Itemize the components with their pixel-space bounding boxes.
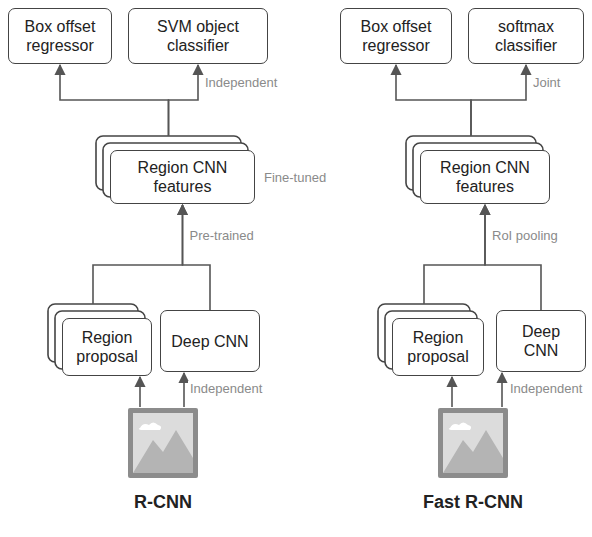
stacked-box: Region proposal (62, 318, 152, 376)
edge-label: Independent (203, 75, 279, 90)
connector-arrow (424, 205, 485, 304)
edge-label: Joint (531, 75, 562, 90)
stacked-box: Region CNN features (420, 150, 550, 204)
connector-arrow (93, 205, 183, 304)
box-label: Box offset regressor (349, 17, 443, 55)
box-label: SVM object classifier (137, 17, 259, 55)
image-icon (438, 408, 508, 478)
connector-arrow (183, 205, 211, 310)
box-label: Box offset regressor (17, 17, 103, 55)
diagram-title: R-CNN (113, 492, 213, 513)
stacked-box: Region proposal (392, 318, 484, 376)
input-arrow (183, 373, 185, 407)
edge-label: RoI pooling (490, 228, 560, 243)
input-arrow (139, 377, 141, 407)
edge-label: Pre-trained (188, 228, 256, 243)
process-box: Box offset regressor (340, 8, 452, 64)
connector-arrow (60, 65, 169, 136)
image-icon (128, 408, 198, 478)
box-label: Deep CNN (171, 332, 248, 351)
process-box: softmax classifier (468, 8, 584, 64)
box-label: Region CNN features (429, 158, 541, 196)
box-label: Region CNN features (119, 158, 246, 196)
annotation-label: Independent (508, 381, 584, 396)
connector-arrow (471, 65, 526, 136)
process-box: Deep CNN (160, 310, 260, 372)
connector-arrow (169, 65, 199, 136)
stacked-box: Region CNN features (110, 150, 255, 204)
process-box: SVM object classifier (128, 8, 268, 64)
annotation-label: Fine-tuned (262, 170, 328, 185)
connector-arrow (396, 65, 471, 136)
connector-arrow (485, 205, 541, 310)
box-label: Region proposal (401, 328, 475, 366)
input-arrow (501, 373, 503, 407)
box-label: softmax classifier (477, 17, 575, 55)
process-box: Box offset regressor (8, 8, 112, 64)
diagram-title: Fast R-CNN (403, 492, 543, 513)
input-arrow (451, 377, 453, 407)
annotation-label: Independent (188, 381, 264, 396)
process-box: Deep CNN (496, 310, 586, 372)
box-label: Region proposal (71, 328, 143, 366)
box-label: Deep CNN (505, 322, 577, 360)
